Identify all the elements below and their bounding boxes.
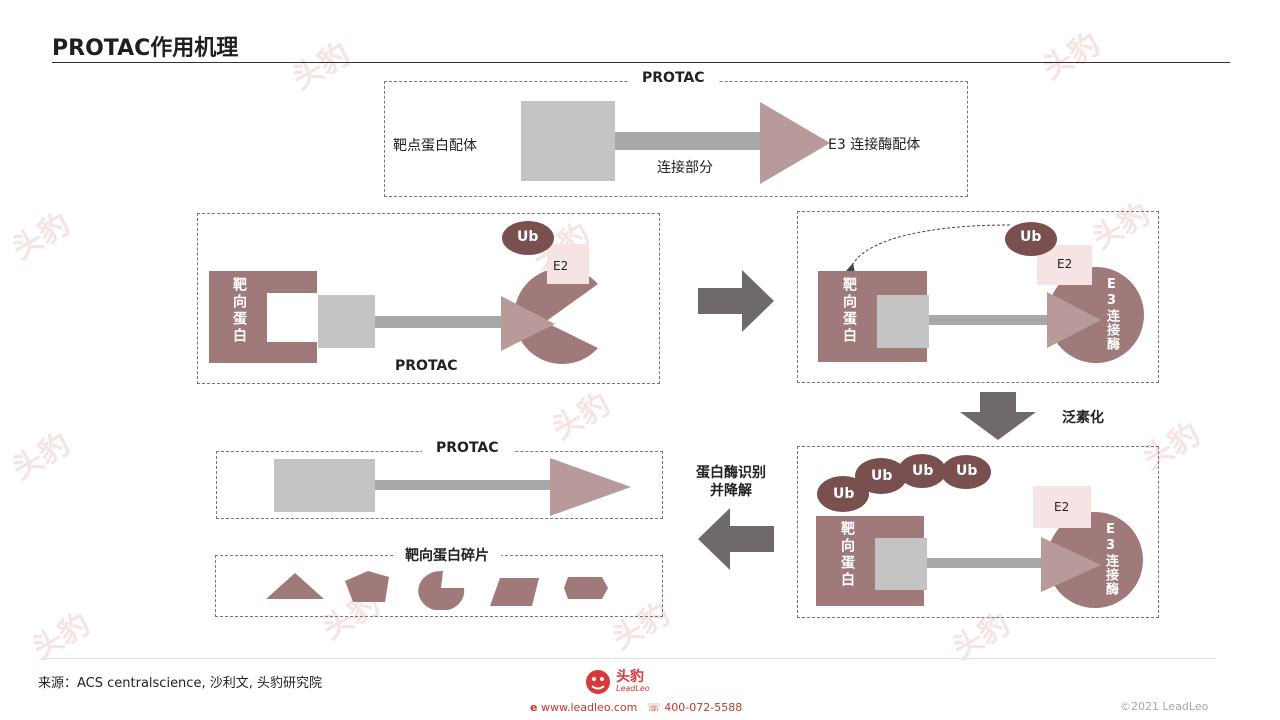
source-note: 来源：ACS centralscience, 沙利文, 头豹研究院 [38, 676, 322, 691]
e3-ligase-shape [1048, 267, 1144, 363]
ub-label: Ub [833, 486, 855, 502]
ub-ellipse [817, 476, 869, 512]
linker-bar [375, 480, 553, 490]
website-text: www.leadleo.com [540, 701, 638, 714]
phone-text: 400-072-5588 [664, 701, 743, 714]
fragment-hexagon [564, 577, 608, 599]
linker-bar [927, 558, 1049, 568]
e3-ligase-label: E3连接酶 [1104, 277, 1119, 351]
left-arrow [698, 508, 774, 570]
e3-ligand-triangle [550, 458, 631, 516]
brand-name-cn: 头豹 [616, 669, 644, 685]
ub-ellipse [1005, 222, 1057, 256]
right-arrow [698, 270, 774, 332]
protac-structure-header: PROTAC [628, 70, 719, 86]
fragment-pacman [418, 570, 465, 610]
linker-bar [375, 316, 503, 328]
target-ligand-label: 靶点蛋白配体 [393, 138, 477, 154]
e3-ligand-triangle [1041, 537, 1101, 592]
copyright-text: ©2021 LeadLeo [1120, 700, 1209, 713]
ub-transfer-path [849, 224, 1011, 271]
brand-logo: 头豹 LeadLeo [584, 666, 664, 698]
watermark-text: 头豹 [7, 207, 76, 267]
ub-label: Ub [871, 468, 893, 484]
e3-ligase-shape [1047, 512, 1143, 608]
recycled-protac-header: PROTAC [422, 440, 513, 456]
e2-box [1033, 486, 1091, 528]
target-ligand-block [521, 101, 615, 181]
fragment-triangle [266, 573, 324, 599]
title-divider [52, 62, 1230, 63]
protein-fragments-figure [266, 570, 608, 610]
linker-bar [929, 315, 1049, 325]
watermark-text: 头豹 [1037, 27, 1106, 87]
e3-ligase-shape [514, 268, 598, 364]
ub-transfer-arrowhead [846, 263, 855, 273]
target-protein-label: 靶向蛋白 [231, 277, 247, 345]
e3-ligand-label: E3 连接酶配体 [828, 137, 921, 153]
e3-ligase-label: E3连接酶 [1103, 522, 1118, 596]
degradation-label-line1: 蛋白酶识别 [696, 465, 766, 481]
watermark-text: 头豹 [7, 427, 76, 487]
e2-label: E2 [1054, 500, 1070, 514]
protac-structure-figure [521, 101, 830, 184]
fragment-parallelogram [490, 578, 539, 606]
ub-label: Ub [517, 229, 539, 245]
footer-divider [40, 658, 1216, 659]
fragment-pentagon [345, 571, 389, 602]
target-protein-shape [209, 271, 317, 363]
e2-label: E2 [1057, 257, 1073, 271]
target-ligand-block [274, 459, 375, 512]
watermark-text: 头豹 [287, 37, 356, 97]
down-arrow [960, 392, 1036, 440]
ub-ellipse [502, 221, 554, 255]
ub-transfer-panel [797, 211, 1159, 383]
e3-ligase-label: E3连接酶 [596, 279, 611, 353]
e3-ligand-triangle [1047, 292, 1101, 348]
ternary-complex-figure [209, 221, 598, 364]
e2-box [547, 244, 589, 284]
ub-label: Ub [1020, 229, 1042, 245]
brand-name-en: LeadLeo [616, 684, 650, 693]
ub-ellipse [941, 455, 991, 489]
polyubiquitination-figure [816, 454, 1143, 608]
degradation-label-line2: 并降解 [710, 483, 752, 499]
leopard-icon [586, 670, 610, 694]
linker-bar [615, 132, 765, 150]
page-title: PROTAC作用机理 [52, 36, 239, 61]
target-protein-label: 靶向蛋白 [839, 521, 855, 589]
globe-icon: e [530, 701, 538, 714]
ub-transfer-figure [818, 222, 1144, 363]
e2-label: E2 [553, 259, 569, 273]
linker-label: 连接部分 [657, 160, 713, 176]
ub-label: Ub [956, 463, 978, 479]
target-ligand-block [318, 295, 375, 348]
target-ligand-block [877, 295, 929, 348]
ternary-complex-panel [197, 213, 660, 384]
website-link[interactable]: e www.leadleo.com [530, 701, 637, 714]
target-ligand-block [875, 538, 927, 590]
ub-label: Ub [912, 463, 934, 479]
protein-fragments-header: 靶向蛋白碎片 [393, 545, 501, 565]
phone-icon: ☏ [647, 701, 661, 714]
polyubiquitination-panel [797, 446, 1159, 618]
watermark-text: 头豹 [547, 387, 616, 447]
target-protein-label: 靶向蛋白 [841, 277, 857, 345]
e3-ligand-triangle [760, 102, 830, 184]
ubiquitination-label: 泛素化 [1062, 410, 1104, 426]
ub-ellipse [898, 454, 946, 488]
ub-ellipse [855, 458, 907, 494]
phone-contact: ☏ 400-072-5588 [647, 701, 742, 714]
e3-ligand-triangle [501, 296, 555, 351]
recycled-protac-figure [274, 458, 631, 516]
protac-label: PROTAC [395, 358, 458, 374]
